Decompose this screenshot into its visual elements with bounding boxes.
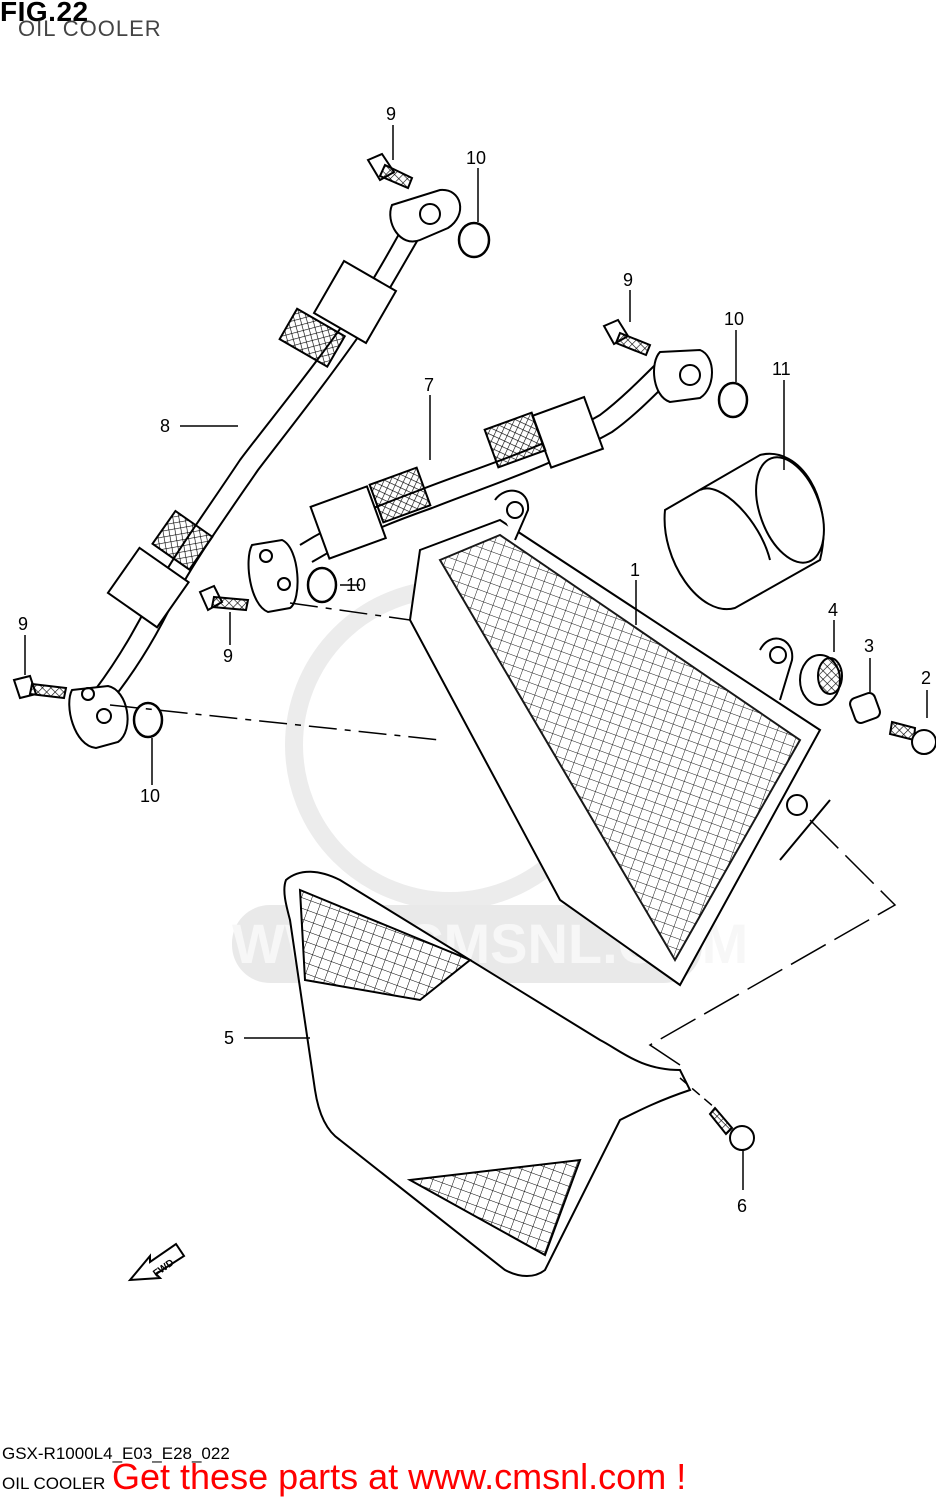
callout-1: 1	[630, 560, 640, 580]
callout-5: 5	[224, 1028, 234, 1048]
diagram-name: OIL COOLER	[2, 1474, 106, 1493]
callout-3: 3	[864, 636, 874, 656]
callout-7: 7	[424, 375, 434, 395]
callout-10: 10	[466, 148, 486, 168]
oil-filter-11	[663, 452, 825, 611]
grommet-4	[799, 654, 843, 706]
callout-6: 6	[737, 1196, 747, 1216]
diagram-code: GSX-R1000L4_E03_E28_022	[2, 1444, 230, 1463]
callout-2: 2	[921, 668, 931, 688]
bolt-9	[12, 152, 652, 700]
callout-9: 9	[386, 104, 396, 124]
callout-8: 8	[160, 416, 170, 436]
callout-4: 4	[828, 600, 838, 620]
promo-link[interactable]: Get these parts at www.cmsnl.com !	[112, 1456, 687, 1497]
oil-cooler-1	[408, 489, 831, 987]
callout-9: 9	[18, 614, 28, 634]
figure-number: FIG.22	[0, 0, 89, 27]
oil-hose-8	[68, 188, 462, 750]
callout-9: 9	[223, 646, 233, 666]
callout-10: 10	[724, 309, 744, 329]
o-ring-10	[132, 221, 749, 739]
callout-11: 11	[772, 359, 791, 379]
bolt-6	[708, 1106, 755, 1151]
oil-hose-7	[247, 348, 713, 614]
fwd-arrow-icon: FWD	[127, 1242, 186, 1282]
bolt-2	[888, 720, 936, 755]
callout-10: 10	[140, 786, 160, 806]
reference-lines	[24, 125, 928, 1190]
callout-10: 10	[346, 575, 366, 595]
callout-9: 9	[623, 270, 633, 290]
figure-title: OIL COOLER	[18, 16, 162, 41]
cooler-cover-5	[283, 870, 692, 1277]
collar-3	[849, 692, 881, 724]
